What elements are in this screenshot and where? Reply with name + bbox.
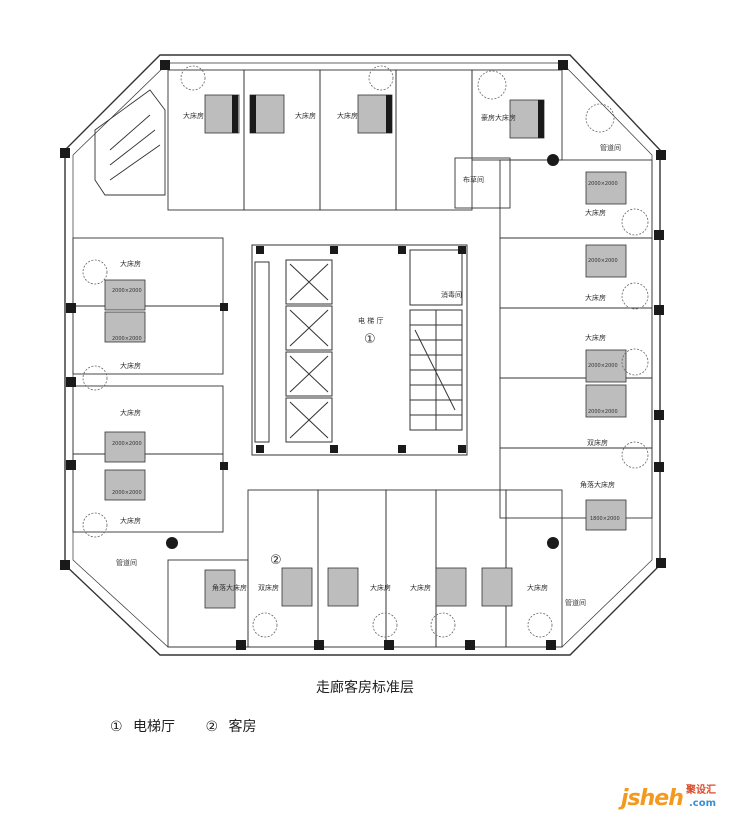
bottom-beds <box>204 567 513 609</box>
bed-size-label: 2000×2000 <box>112 441 142 447</box>
floor-plan: 大床房 大床房 大床房 豪房大床房 布草间 管道间 大床房 大床房 大床房 大床… <box>60 54 666 656</box>
label-king-room: 大床房 <box>120 516 141 525</box>
label-king-room: 大床房 <box>585 333 606 342</box>
legend: ① 电梯厅 ② 客房 <box>110 716 262 736</box>
left-columns <box>66 303 228 470</box>
label-king-room: 大床房 <box>527 583 548 592</box>
label-corner-king: 角落大床房 <box>580 480 615 489</box>
bed-size-label: 2000×2000 <box>588 409 618 415</box>
zone-markers: ① ② <box>270 332 376 568</box>
drawing-caption: 走廊客房标准层 <box>316 680 414 696</box>
watermark-top: 聚设汇 <box>686 785 716 796</box>
label-linen-room: 布草间 <box>463 175 484 184</box>
right-columns <box>654 230 664 472</box>
label-corner-king: 角落大床房 <box>212 583 247 592</box>
legend-label-1: 电梯厅 <box>133 719 176 735</box>
bottom-columns <box>236 640 556 650</box>
bed-size-label: 2000×2000 <box>588 258 618 264</box>
left-rooms <box>72 237 224 533</box>
core-block <box>251 244 468 456</box>
right-beds <box>585 171 627 531</box>
building-outline <box>64 54 661 656</box>
watermark-logo: 聚设汇 jsheh .com <box>621 781 716 811</box>
bed-size-label: 2000×2000 <box>588 363 618 369</box>
label-king-room: 大床房 <box>585 293 606 302</box>
label-king-room: 大床房 <box>295 111 316 120</box>
label-king-room: 大床房 <box>585 208 606 217</box>
label-king-room: 大床房 <box>410 583 431 592</box>
label-king-room: 大床房 <box>337 111 358 120</box>
watermark-domain: .com <box>688 798 716 809</box>
left-beds <box>104 279 146 501</box>
label-pipe-shaft: 管道间 <box>565 598 586 607</box>
label-king-room: 大床房 <box>120 259 141 268</box>
watermark-main: jsheh <box>621 786 684 811</box>
top-rooms <box>167 69 563 211</box>
label-king-room: 大床房 <box>183 111 204 120</box>
label-elevator-hall: 电 梯 厅 <box>358 316 383 325</box>
bed-size-label: 2000×2000 <box>112 288 142 294</box>
corner-columns <box>60 60 666 570</box>
core-columns <box>256 246 466 453</box>
label-disinfection: 消毒间 <box>441 290 462 299</box>
label-pipe-shaft: 管道间 <box>116 558 137 567</box>
corner-stair <box>94 89 166 196</box>
label-twin-room: 双床房 <box>587 438 608 447</box>
bed-size-label: 2000×2000 <box>112 336 142 342</box>
right-rooms <box>499 159 653 519</box>
label-deluxe-king: 豪房大床房 <box>481 113 516 122</box>
bed-size-labels: 2000×2000 2000×2000 2000×2000 2000×2000 … <box>112 181 620 522</box>
planters <box>82 65 649 638</box>
label-twin-room: 双床房 <box>258 583 279 592</box>
label-pipe-shaft: 管道间 <box>600 143 621 152</box>
plan-labels: 大床房 大床房 大床房 豪房大床房 布草间 管道间 大床房 大床房 大床房 大床… <box>116 111 621 607</box>
bed-size-label: 2000×2000 <box>112 490 142 496</box>
label-king-room: 大床房 <box>120 361 141 370</box>
bed-size-label: 1800×2000 <box>590 516 620 522</box>
label-king-room: 大床房 <box>120 408 141 417</box>
marker-guest-room: ② <box>270 553 282 568</box>
legend-label-2: 客房 <box>228 719 257 735</box>
bed-size-label: 2000×2000 <box>588 181 618 187</box>
marker-elevator-hall: ① <box>364 332 376 347</box>
top-bed-headboards <box>232 95 544 138</box>
legend-marker-2: ② <box>205 719 219 735</box>
label-king-room: 大床房 <box>370 583 391 592</box>
legend-marker-1: ① <box>110 719 123 735</box>
